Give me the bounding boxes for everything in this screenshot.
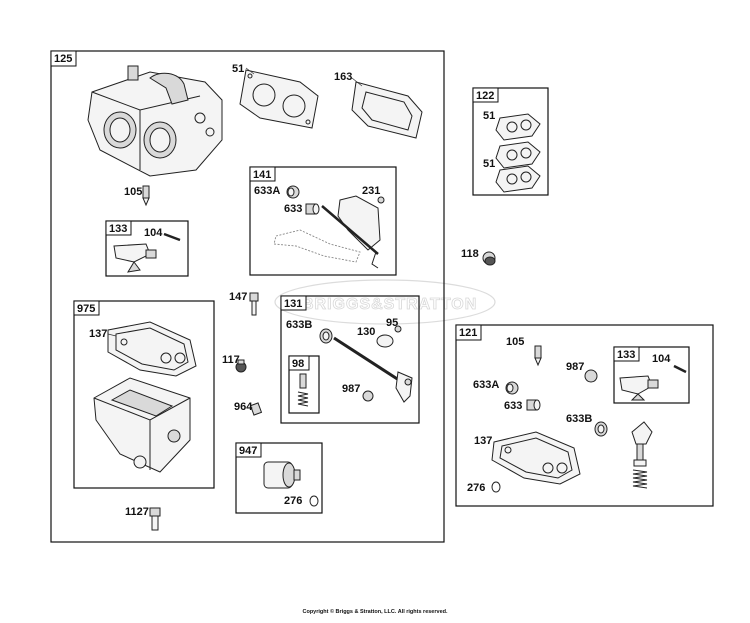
part-147-label: 147 [229,291,247,303]
part-105b-label: 105 [506,336,524,348]
part-117-label: 117 [222,354,240,366]
part-276-label: 276 [284,495,302,507]
bushing-633-part [305,203,320,215]
bushing-633Ab-part [505,381,519,395]
assembly-121-frame [455,324,714,507]
assembly-133b-label: 133 [617,349,635,361]
assembly-141-tag [249,166,276,182]
bushing-633A-part [286,185,300,199]
assembly-975-label: 975 [77,303,95,315]
assembly-125-frame [50,50,445,543]
part-137-label: 137 [89,328,107,340]
part-51b-label: 51 [483,158,495,170]
choke-shaft-part [333,336,413,403]
part-633Bb-label: 633B [566,413,592,425]
assembly-947-label: 947 [239,445,257,457]
assembly-133-label: 133 [109,223,127,235]
assembly-131-frame [280,295,420,424]
part-633Ab-label: 633A [473,379,499,391]
gasket-163-part [351,81,423,139]
copyright-notice: Copyright © Briggs & Stratton, LLC. All … [302,608,448,615]
part-51a-label: 51 [483,110,495,122]
main-jet-assembly-part [631,421,653,489]
seal-987-part [362,390,374,402]
jet-117-part [235,359,247,373]
part-276b-label: 276 [467,482,485,494]
part-137b-label: 137 [474,435,492,447]
part-118-label: 118 [461,248,479,260]
pin-104-part [163,232,181,242]
part-104b-label: 104 [652,353,671,365]
part-964-label: 964 [234,401,253,413]
assembly-98-label: 98 [292,358,304,370]
assembly-121-tag [455,324,482,341]
assembly-125-label: 125 [54,53,72,65]
o-ring-276b-part [491,481,501,493]
assembly-122-tag [472,87,499,103]
screw-231-part [377,196,385,204]
throttle-shaft-part [273,195,381,269]
assembly-947-tag [235,442,262,458]
part-51-label: 51 [232,63,244,75]
assembly-141-frame [249,166,397,276]
assembly-133b-frame [613,346,690,404]
assembly-122-label: 122 [476,90,494,102]
pin-104b-part [673,364,687,374]
assembly-121-label: 121 [459,327,477,339]
assembly-125-tag [50,50,77,67]
carburetor-body-part [87,65,223,177]
part-1127-label: 1127 [125,506,149,518]
seal-633Bb-part [594,421,608,437]
assembly-975-tag [73,300,100,316]
screw-95-part [394,325,402,333]
needle-105b-part [534,345,542,367]
float-133b-part [619,375,659,401]
assembly-133-frame [105,220,189,277]
bushing-633b-part [526,399,541,411]
spring-screw-98-part [297,373,309,407]
needle-105-part [142,185,150,207]
seal-987b-part [584,369,598,383]
float-133-part [113,243,157,273]
gasket-51-part [239,69,319,129]
part-231-label: 231 [362,185,380,197]
gasket-set-122-part [495,113,541,193]
assembly-141-label: 141 [253,169,271,181]
part-633A-label: 633A [254,185,280,197]
choke-plate-130-part [376,334,394,348]
seal-633B-part [319,328,333,344]
solenoid-947-part [263,461,301,489]
assembly-133b-tag [613,346,640,362]
gasket-137-part [107,321,197,377]
assembly-122-frame [472,87,549,196]
part-104-label: 104 [144,227,163,239]
part-633b-label: 633 [504,400,522,412]
part-987-label: 987 [342,383,360,395]
washer-964-part [249,402,263,416]
part-105-label: 105 [124,186,142,198]
plug-118-part [482,251,496,266]
part-633-label: 633 [284,203,302,215]
watermark-text: BRIGGS&STRATTON [302,296,477,313]
assembly-98-tag [288,355,310,371]
assembly-947-frame [235,442,323,514]
assembly-131-tag [280,295,307,311]
part-987b-label: 987 [566,361,584,373]
jet-147-part [249,292,259,316]
float-bowl-part [93,377,191,473]
part-633B-label: 633B [286,319,312,331]
assembly-131-label: 131 [284,298,302,310]
gasket-137b-part [491,431,581,485]
assembly-133-tag [105,220,132,236]
part-163-label: 163 [334,71,352,83]
watermark: BRIGGS&STRATTON [274,279,496,325]
o-ring-276-part [309,495,319,507]
bolt-1127-part [149,507,161,531]
assembly-975-frame [73,300,215,489]
part-130-label: 130 [357,326,375,338]
part-95-label: 95 [386,317,398,329]
